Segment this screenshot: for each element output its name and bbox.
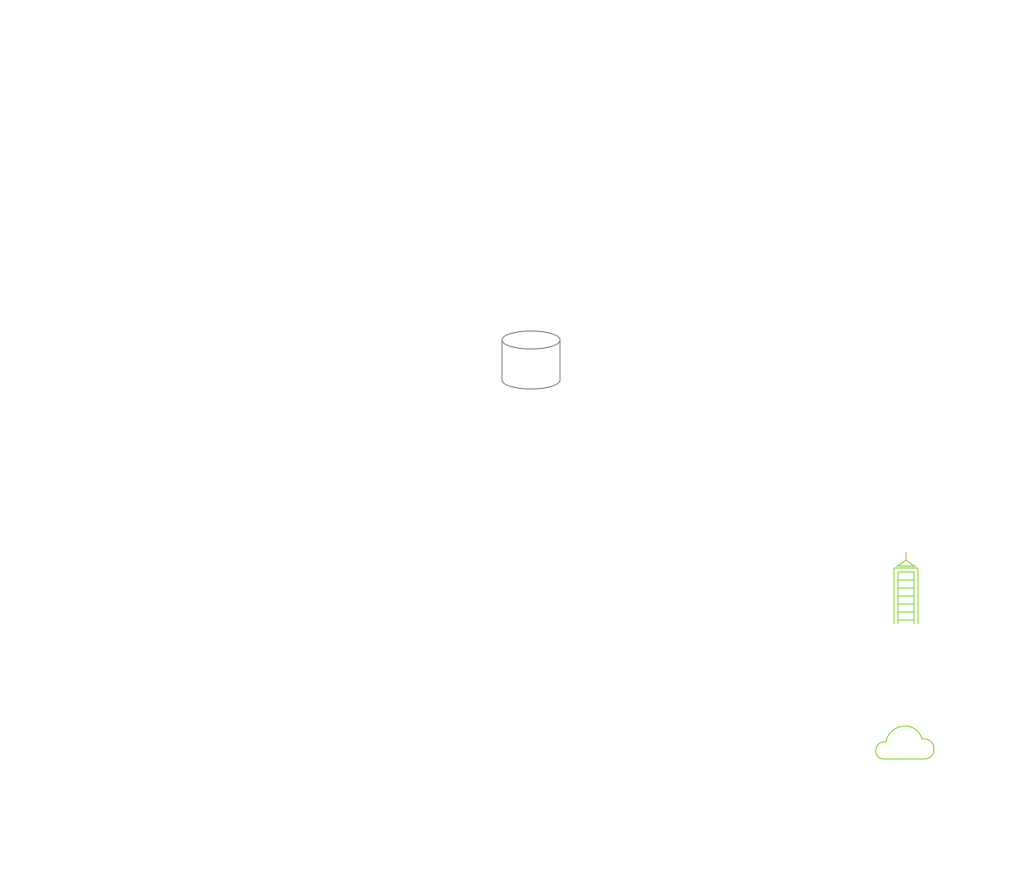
database-body xyxy=(501,340,561,390)
database-svg xyxy=(501,330,561,390)
database-cylinder-icon[interactable] xyxy=(500,330,562,392)
tower-building-icon[interactable] xyxy=(889,550,923,626)
tower-roof xyxy=(897,559,915,567)
cloud-outline xyxy=(875,725,935,760)
cloud-svg xyxy=(875,725,935,760)
tower-svg xyxy=(893,552,919,624)
cloud-icon[interactable] xyxy=(872,722,938,762)
database-top xyxy=(501,330,561,350)
